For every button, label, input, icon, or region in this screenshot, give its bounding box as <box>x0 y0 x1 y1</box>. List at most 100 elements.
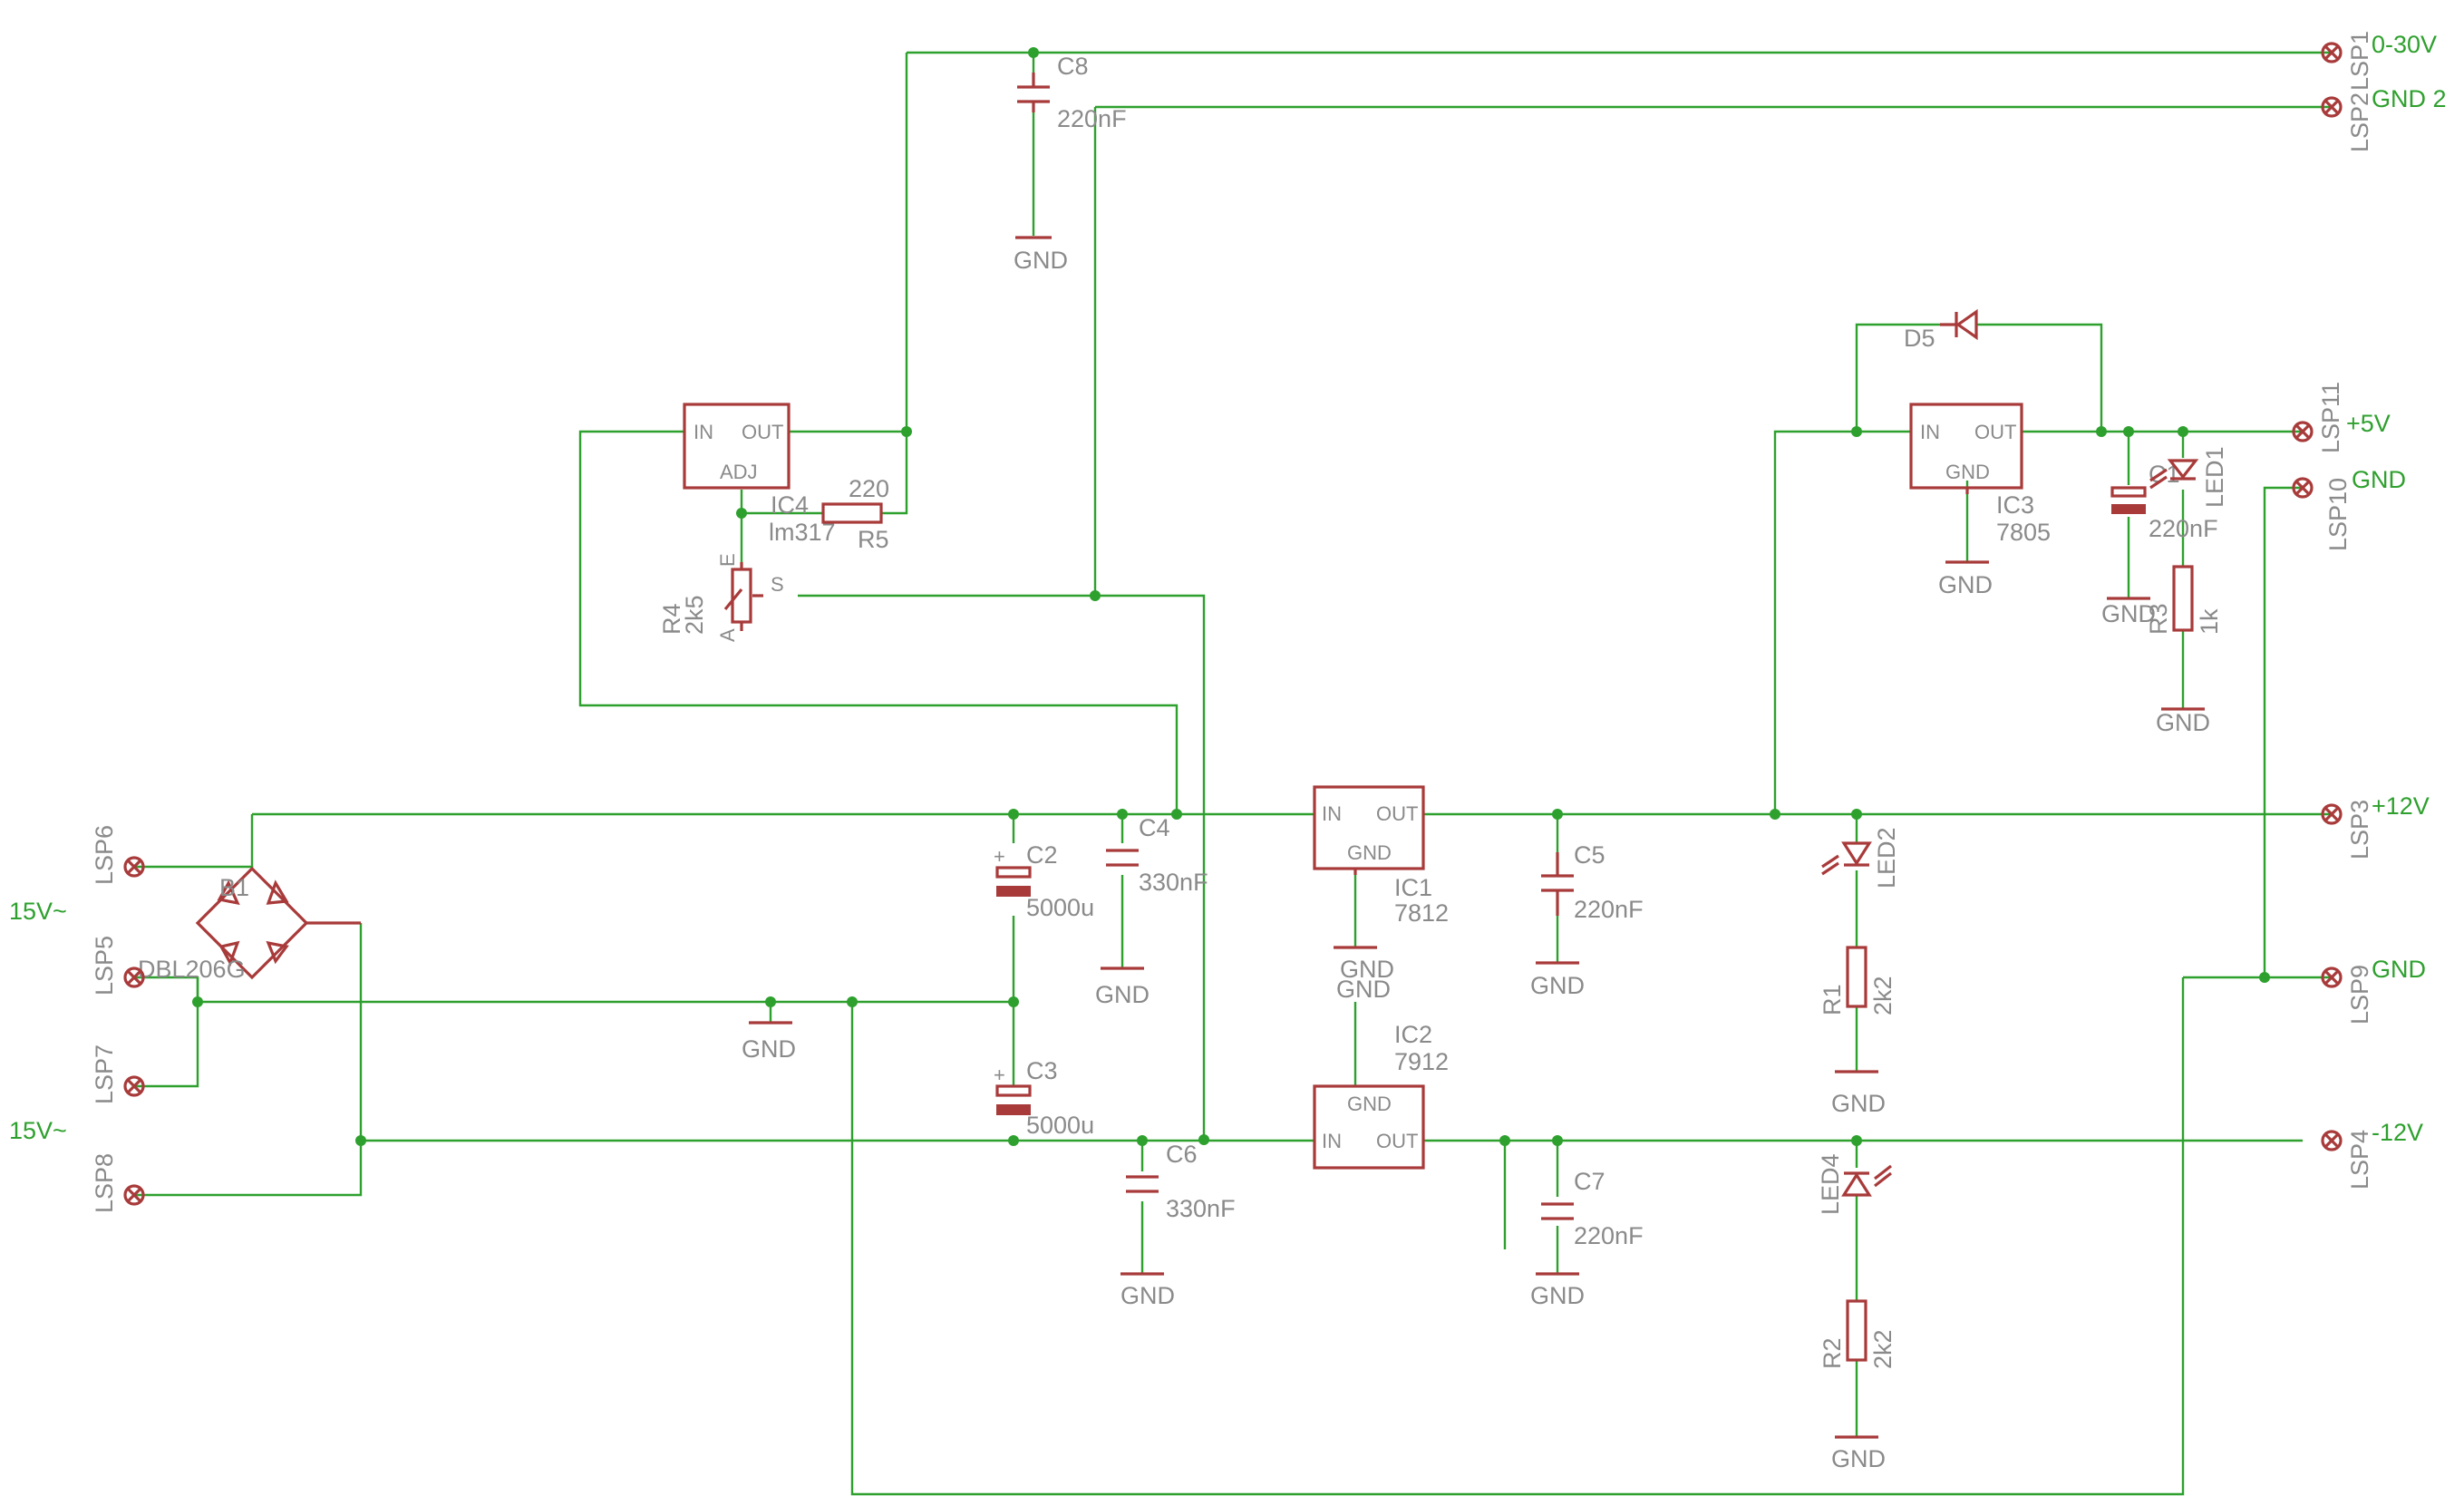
lsp10-label: LSP10 <box>2324 478 2352 551</box>
r2-value: 2k2 <box>1869 1329 1897 1369</box>
led4-name: LED4 <box>1817 1153 1844 1215</box>
ic2-pin-in: IN <box>1322 1130 1342 1152</box>
resistor-r2: R2 2k2 <box>1819 1299 1897 1369</box>
capacitor-c7: C7 220nF <box>1541 1168 1644 1249</box>
ic3-regulator: IN OUT GND IC3 7805 <box>1909 403 2051 546</box>
net-gnd-top: GND <box>2352 466 2406 493</box>
capacitor-c2: + C2 5000u <box>994 841 1094 921</box>
capacitor-c4: C4 330nF <box>1106 814 1208 896</box>
lsp5-label: LSP5 <box>91 936 118 996</box>
ic3-value: 7805 <box>1996 519 2051 546</box>
ic3-pin-out: OUT <box>1974 421 2016 443</box>
ic1-name: IC1 <box>1394 874 1432 901</box>
c8-value: 220nF <box>1057 105 1127 132</box>
net-ac-top: 15V~ <box>9 898 67 925</box>
connector-lsp9: LSP9 GND <box>2321 956 2426 1025</box>
led-led4: LED4 <box>1817 1153 1892 1215</box>
gnd-label-c5: GND <box>1530 972 1585 999</box>
gnd-label-r2: GND <box>1831 1445 1886 1472</box>
c4-name: C4 <box>1139 814 1170 841</box>
r4-name: R4 <box>658 603 685 635</box>
gnd-label-ic1: GND <box>1340 956 1394 983</box>
connector-lsp7: LSP7 <box>91 1044 145 1104</box>
ic2-name: IC2 <box>1394 1021 1432 1048</box>
led-led1: LED1 <box>2149 446 2228 508</box>
svg-text:+: + <box>994 845 1005 868</box>
r2-name: R2 <box>1819 1337 1846 1369</box>
connector-lsp11: LSP11 +5V <box>2292 382 2391 453</box>
lsp1-label: LSP1 <box>2346 31 2373 91</box>
lsp7-label: LSP7 <box>91 1044 118 1104</box>
ic1-regulator: IN OUT GND IC1 7812 <box>1313 785 1449 927</box>
c5-name: C5 <box>1574 841 1605 869</box>
ic2-regulator: GND IN OUT IC2 7912 <box>1313 1021 1449 1170</box>
ground-symbols: GND GND GND GND GND GND GND GND GND GND … <box>742 236 2210 1472</box>
r1-name: R1 <box>1819 984 1846 1015</box>
ic1-pin-gnd: GND <box>1347 841 1392 864</box>
ic4-pin-adj: ADJ <box>720 461 758 483</box>
r4-pin-a: A <box>716 628 739 642</box>
wires <box>134 51 2332 1496</box>
ic4-pin-out: OUT <box>742 421 783 443</box>
gnd-label-bridge: GND <box>742 1035 796 1063</box>
ic4-regulator: IN OUT ADJ IC4 lm317 <box>683 403 836 546</box>
gnd-label-c7: GND <box>1530 1282 1585 1309</box>
c2-value: 5000u <box>1026 894 1094 921</box>
ic2-pin-out: OUT <box>1376 1130 1418 1152</box>
c5-value: 220nF <box>1574 896 1644 923</box>
c1-value: 220nF <box>2149 515 2218 542</box>
net-m12v: -12V <box>2372 1119 2423 1146</box>
capacitor-c8: C8 220nF <box>1017 53 1127 132</box>
gnd-label-c1: GND <box>2101 600 2156 627</box>
c7-name: C7 <box>1574 1168 1605 1195</box>
diode-d5: D5 <box>1904 308 1978 352</box>
r4-value: 2k5 <box>681 595 708 635</box>
net-5v: +5V <box>2346 410 2391 437</box>
net-0-30v: 0-30V <box>2372 31 2437 58</box>
lsp2-label: LSP2 <box>2346 92 2373 152</box>
gnd-label-c4: GND <box>1095 981 1150 1008</box>
ic1-value: 7812 <box>1394 899 1449 927</box>
c2-name: C2 <box>1026 841 1058 869</box>
r3-value: 1k <box>2196 608 2223 635</box>
ic3-pin-gnd: GND <box>1945 461 1990 483</box>
r5-name: R5 <box>858 526 889 553</box>
c3-name: C3 <box>1026 1057 1058 1084</box>
gnd-label-r3: GND <box>2156 709 2210 736</box>
r5-value: 220 <box>849 475 889 502</box>
connector-lsp5: LSP5 <box>91 936 145 996</box>
potentiometer-r4: S E A R4 2k5 <box>658 553 784 642</box>
bridge-rectifier-b1: B1 DBL206G <box>138 866 361 983</box>
gnd-label-c6: GND <box>1120 1282 1175 1309</box>
lsp9-label: LSP9 <box>2346 965 2373 1025</box>
lsp4-label: LSP4 <box>2346 1130 2373 1190</box>
ic3-name: IC3 <box>1996 491 2034 519</box>
resistor-r3: R3 1k <box>2145 565 2223 635</box>
c4-value: 330nF <box>1139 869 1208 896</box>
junctions <box>192 47 2270 1146</box>
gnd-label-ic2: GND <box>1336 976 1391 1003</box>
capacitor-c1: C1 220nF <box>2110 461 2218 542</box>
c8-name: C8 <box>1057 53 1089 80</box>
r4-pin-e: E <box>716 553 739 567</box>
capacitor-c6: C6 330nF <box>1126 1141 1236 1222</box>
d5-name: D5 <box>1904 325 1935 352</box>
net-gnd-mid: GND <box>2372 956 2426 983</box>
resistor-r1: R1 2k2 <box>1819 946 1897 1015</box>
r3-name: R3 <box>2145 603 2172 635</box>
led2-name: LED2 <box>1873 827 1900 889</box>
capacitor-c5: C5 220nF <box>1541 841 1644 923</box>
led-led2: LED2 <box>1821 827 1900 889</box>
lsp11-label: LSP11 <box>2317 382 2344 453</box>
ic2-pin-gnd: GND <box>1347 1093 1392 1115</box>
gnd-label-r1: GND <box>1831 1090 1886 1117</box>
ic1-pin-out: OUT <box>1376 802 1418 825</box>
connector-lsp4: LSP4 -12V <box>2321 1119 2423 1190</box>
lsp3-label: LSP3 <box>2346 800 2373 860</box>
c6-value: 330nF <box>1166 1195 1236 1222</box>
gnd-label-ic3: GND <box>1938 571 1993 598</box>
connector-lsp1: LSP1 0-30V <box>2321 31 2437 91</box>
ic1-pin-in: IN <box>1322 802 1342 825</box>
resistor-r5: 220 R5 <box>821 475 889 553</box>
net-12v: +12V <box>2372 792 2430 820</box>
